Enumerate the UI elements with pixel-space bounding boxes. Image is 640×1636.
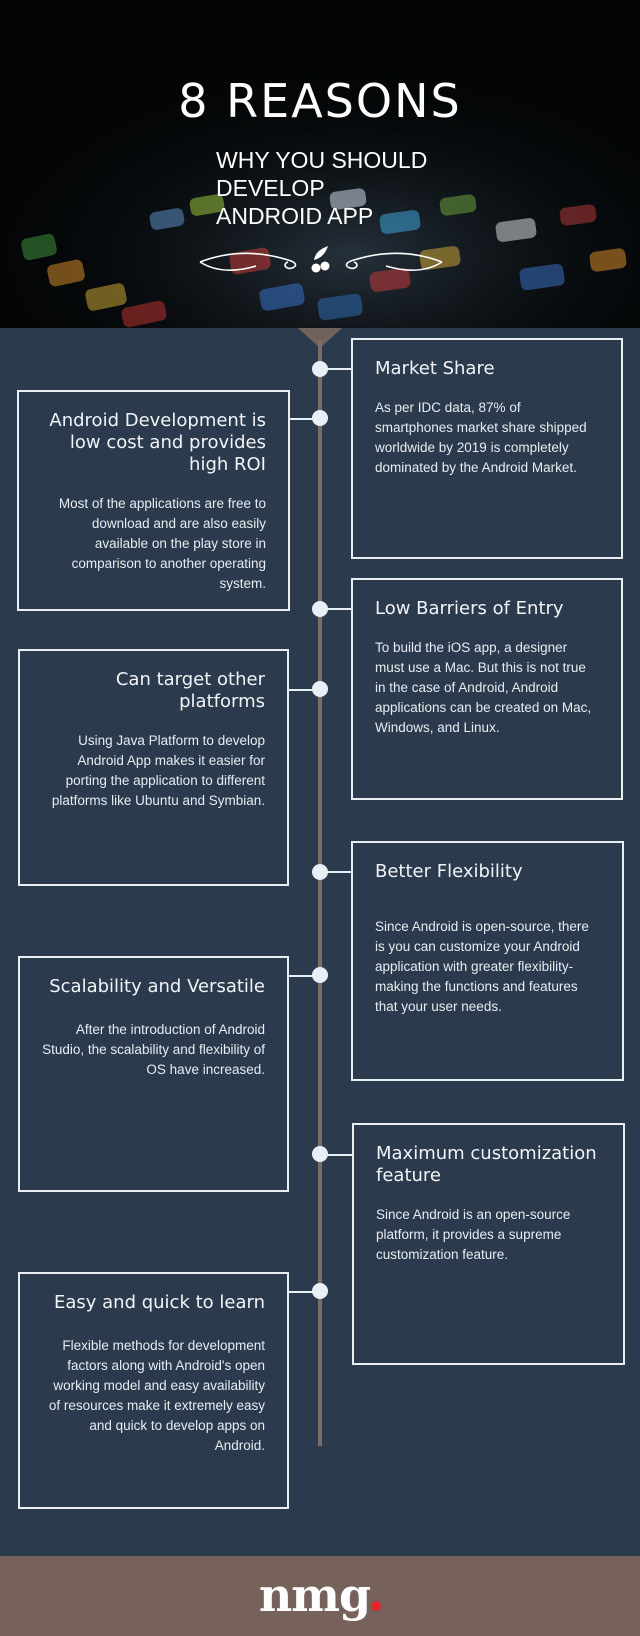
reason-body: Most of the applications are free to dow… [58,496,266,591]
timeline-dot [312,681,328,697]
subtitle-line: ANDROID APP [216,203,374,229]
app-icons-background [0,0,640,328]
reason-title: Easy and quick to learn [53,1292,265,1313]
reason-title: Android Development is low cost and prov… [49,410,266,475]
timeline-dot [312,967,328,983]
flourish-ornament-icon [199,246,443,273]
timeline-connector [320,871,352,873]
subtitle-line: DEVELOP [216,175,325,201]
reason-card-low-barriers: Low Barriers of Entry To build the iOS a… [351,578,623,800]
reason-title: Low Barriers of Entry [375,598,564,619]
timeline-connector [288,689,320,691]
reason-body: As per IDC data, 87% of smartphones mark… [375,400,587,475]
reason-body: To build the iOS app, a designer must us… [375,640,592,735]
timeline-spine [318,340,322,1446]
timeline-dot [312,864,328,880]
timeline-connector [320,1154,353,1156]
reason-title: Scalability and Versatile [49,976,265,997]
reason-title: Can target other platforms [115,669,265,712]
timeline-dot [312,1283,328,1299]
timeline-connector [288,975,320,977]
reason-card-market-share: Market Share As per IDC data, 87% of sma… [351,338,623,559]
reason-card-customization: Maximum customization feature Since Andr… [352,1123,625,1365]
subtitle-line: WHY YOU SHOULD [216,147,428,173]
reason-card-low-cost: Android Development is low cost and prov… [17,390,290,611]
reason-title: Better Flexibility [375,861,523,882]
reason-card-flexibility: Better Flexibility Since Android is open… [351,841,624,1081]
footer: nmg [0,1556,640,1636]
page-subtitle: WHY YOU SHOULD DEVELOP ANDROID APP [216,146,496,230]
reason-card-easy-to-learn: Easy and quick to learn Flexible methods… [18,1272,289,1509]
reason-body: Using Java Platform to develop Android A… [51,733,265,808]
logo-text: nmg [258,1568,371,1622]
timeline-connector [320,608,352,610]
timeline-connector [288,418,320,420]
timeline-dot [312,601,328,617]
reason-body: Flexible methods for development factors… [48,1338,265,1453]
timeline-connector [320,368,352,370]
logo-dot-icon [371,1601,382,1611]
reason-card-scalability: Scalability and Versatile After the intr… [18,956,289,1192]
page-title: 8 REASONS [178,74,462,128]
reason-card-other-platforms: Can target other platforms Using Java Pl… [18,649,289,886]
timeline-dot [312,410,328,426]
nmg-logo: nmg [0,1568,640,1622]
hero-banner: 8 REASONS WHY YOU SHOULD DEVELOP ANDROID… [0,0,640,328]
reason-body: Since Android is an open-source platform… [376,1207,571,1262]
timeline-dot [312,361,328,377]
reason-title: Market Share [375,358,495,379]
timeline-start-arrow [298,328,342,348]
timeline-dot [312,1146,328,1162]
timeline-connector [288,1291,320,1293]
reason-title: Maximum customization feature [376,1143,597,1186]
reason-body: Since Android is open-source, there is y… [375,919,589,1014]
reason-body: After the introduction of Android Studio… [42,1022,265,1077]
